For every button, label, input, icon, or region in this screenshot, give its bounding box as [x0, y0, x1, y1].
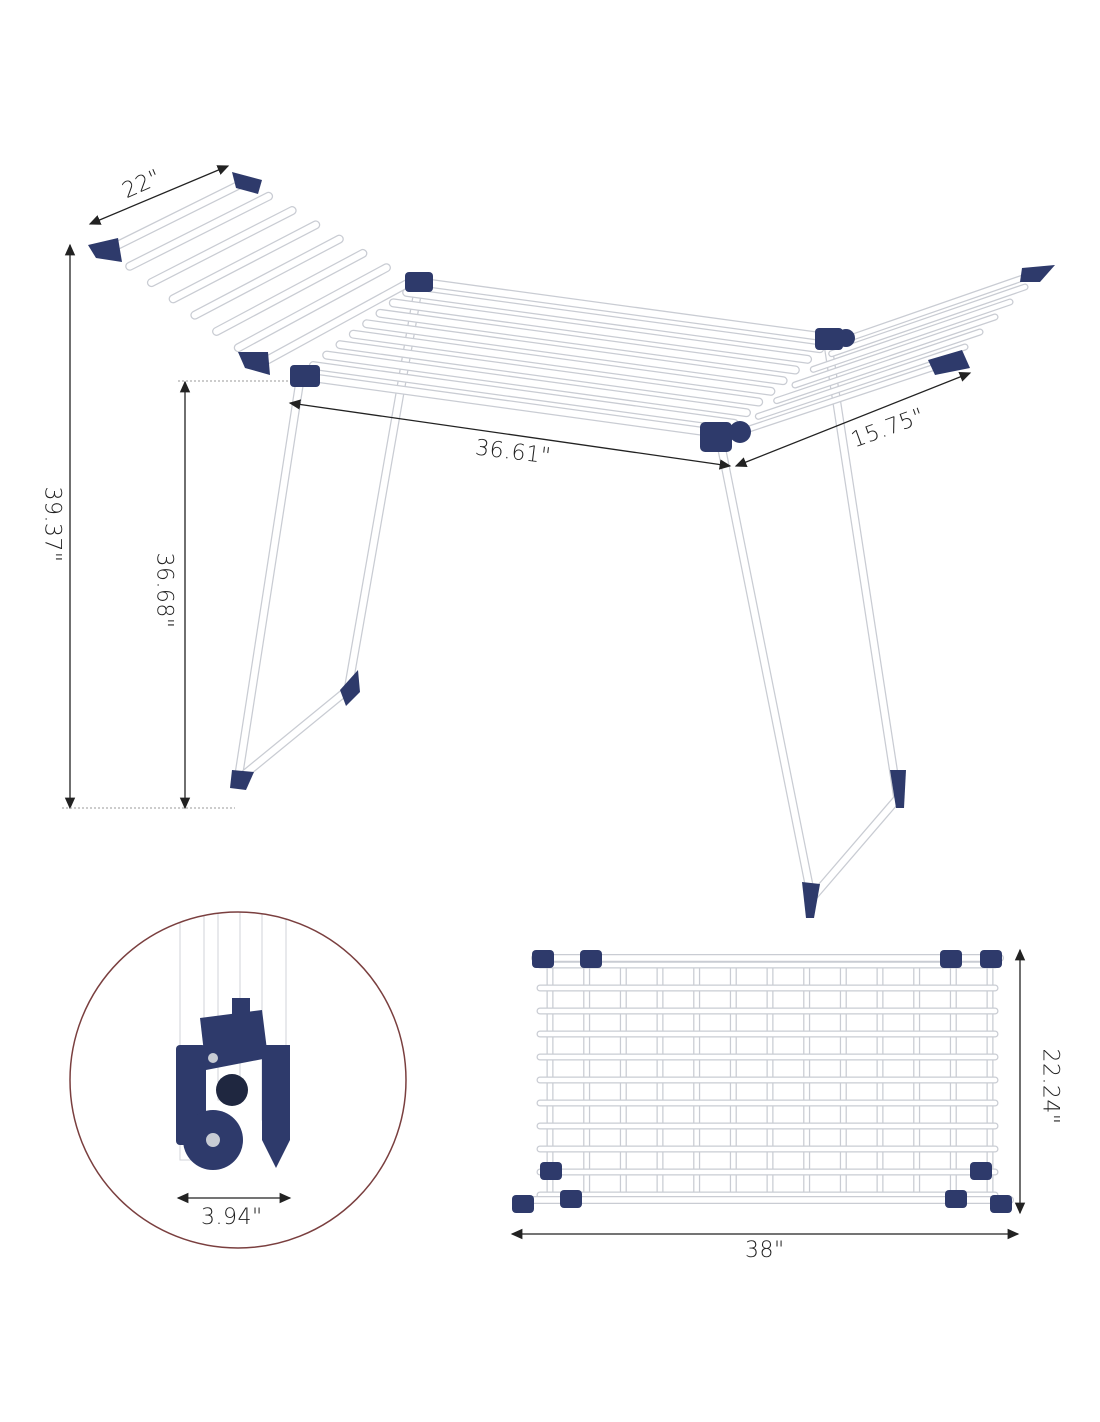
rack-deck-bars	[295, 277, 837, 439]
tube	[191, 235, 343, 319]
folded-joint	[940, 950, 962, 968]
tube	[811, 299, 1013, 372]
tube	[235, 264, 390, 351]
folded-joint	[980, 950, 1002, 968]
tube	[847, 269, 1043, 341]
tube	[350, 330, 775, 395]
tube	[416, 278, 836, 342]
dim-wing-width	[88, 165, 230, 225]
label-rack-height: 36.68"	[151, 552, 177, 629]
folded-detail-circle	[69, 911, 407, 1249]
folded-joint	[990, 1195, 1012, 1213]
folded-joint	[532, 950, 554, 968]
tube	[256, 278, 414, 368]
label-folded-width: 22.24"	[1037, 1048, 1063, 1125]
folded-joint	[540, 1162, 562, 1180]
tube	[363, 320, 787, 384]
folded-joint	[580, 950, 602, 968]
folded-joint	[512, 1195, 534, 1213]
dim-rack-length	[288, 399, 732, 470]
folded-joint	[945, 1190, 967, 1208]
tube	[126, 193, 272, 270]
label-total-height: 39.37"	[39, 486, 65, 563]
tube	[169, 221, 319, 303]
folded-joint	[970, 1162, 992, 1180]
tube	[829, 284, 1028, 356]
tube	[403, 289, 824, 352]
label-folded-length: 38"	[745, 1238, 785, 1263]
tube	[376, 310, 799, 374]
label-folded-thickness: 3.94"	[201, 1205, 263, 1230]
dim-rack-depth	[734, 372, 972, 467]
rack-assembled	[88, 172, 1055, 918]
tube	[148, 207, 296, 286]
rack-folded	[512, 950, 1014, 1213]
tube	[213, 250, 367, 335]
tube	[390, 299, 811, 363]
rack-joints	[88, 172, 1055, 918]
folded-joint	[560, 1190, 582, 1208]
dimension-lines	[62, 165, 1026, 1240]
tube	[336, 341, 762, 406]
